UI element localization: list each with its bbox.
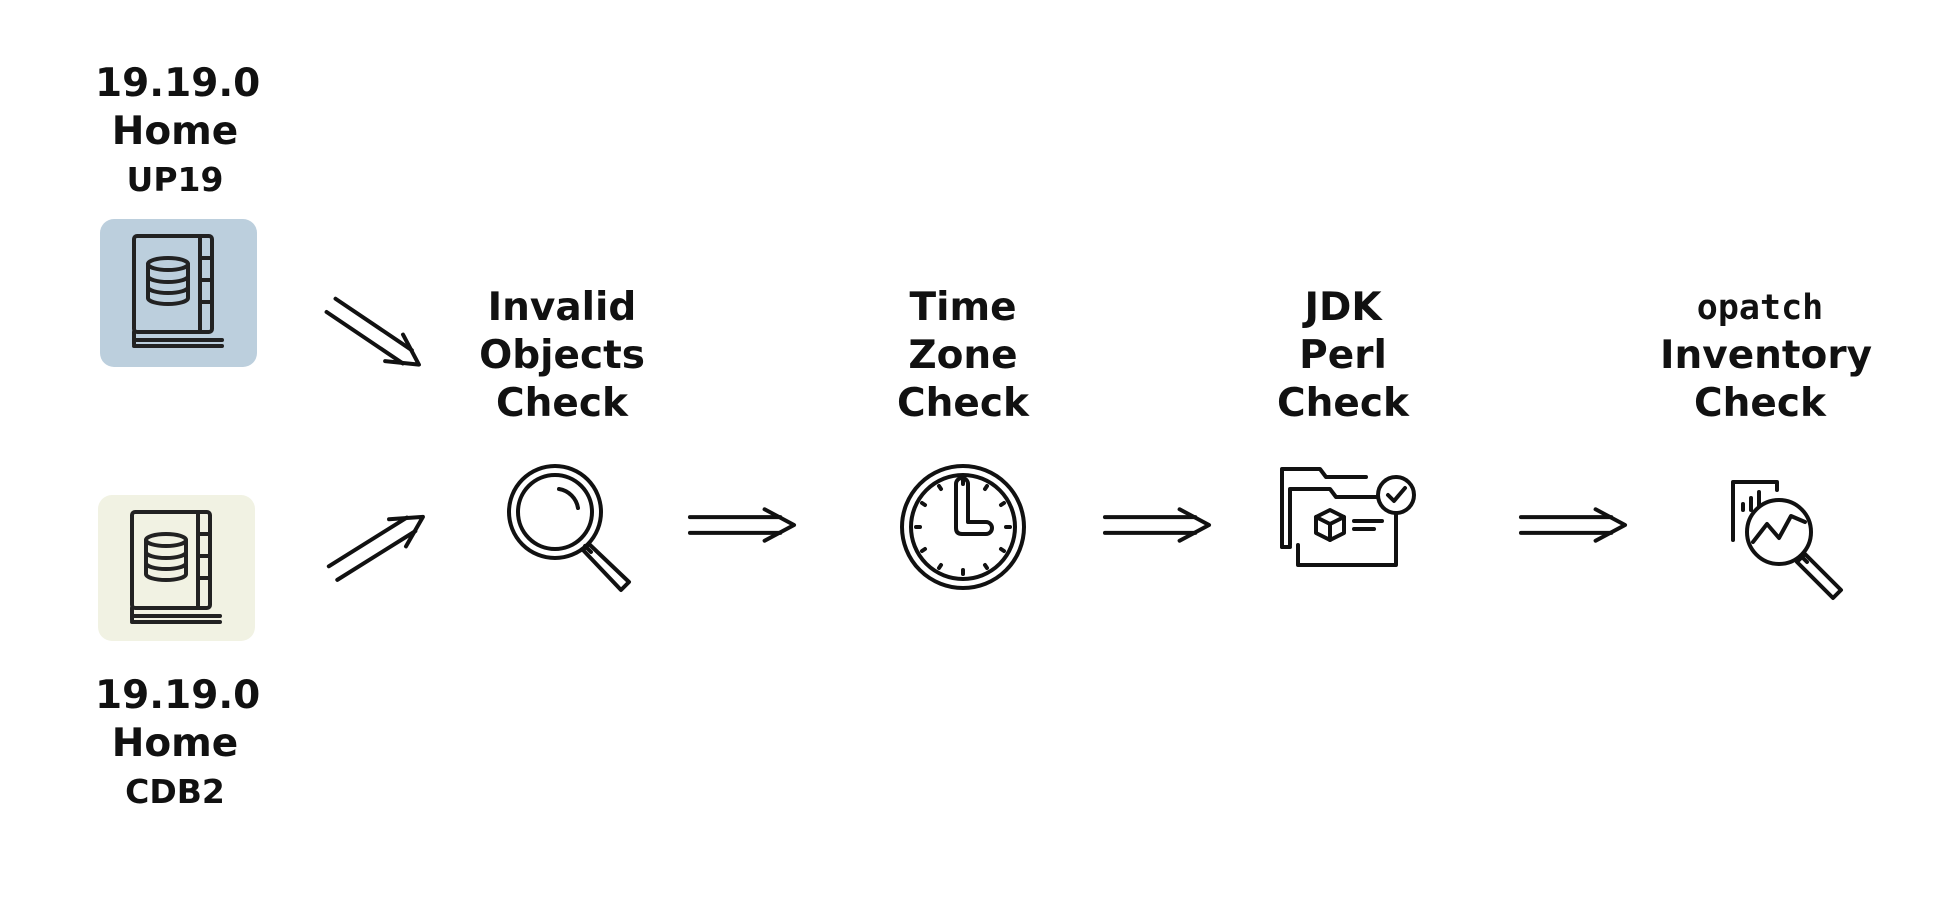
step-label-line: Check [897, 381, 1029, 426]
target-home-tile [98, 495, 255, 641]
source-home-label: 19.19.0 Home UP19 [95, 60, 261, 204]
target-home-home: Home [111, 721, 239, 766]
step-label-line: Objects [479, 333, 645, 378]
database-book-icon [128, 227, 228, 357]
step-time-zone-label: Time Zone Check [863, 284, 1063, 428]
target-home-name: CDB2 [125, 772, 225, 811]
step-label-line: Zone [908, 333, 1018, 378]
target-home-label: 19.19.0 Home CDB2 [95, 672, 261, 816]
clock-icon [898, 462, 1028, 592]
magnifier-icon [505, 462, 635, 592]
source-home-tile [100, 219, 257, 367]
step-label-line: Check [1277, 381, 1409, 426]
source-home-name: UP19 [126, 160, 224, 199]
double-arrow-icon [320, 290, 430, 380]
step-label-line: Time [909, 285, 1017, 330]
step-label-line: Perl [1299, 333, 1387, 378]
source-home-version: 19.19.0 [95, 61, 261, 106]
chart-magnifier-icon [1725, 478, 1845, 598]
database-book-icon [126, 503, 226, 633]
step-label-line: Check [1694, 381, 1826, 426]
source-home-home: Home [111, 109, 239, 154]
step-label-line: Invalid [487, 285, 637, 330]
double-arrow-icon [322, 501, 433, 588]
double-arrow-icon [1103, 508, 1211, 542]
step-label-line: opatch [1696, 288, 1824, 328]
step-label-line: Inventory [1660, 333, 1873, 378]
step-label-line: Check [496, 381, 628, 426]
target-home-version: 19.19.0 [95, 673, 261, 718]
step-jdk-perl-label: JDK Perl Check [1243, 284, 1443, 428]
double-arrow-icon [1519, 508, 1627, 542]
step-opatch-inventory-label: opatch Inventory Check [1660, 284, 1873, 428]
step-invalid-objects-label: Invalid Objects Check [462, 284, 662, 428]
package-folder-check-icon [1278, 465, 1418, 571]
double-arrow-icon [688, 508, 796, 542]
step-label-line: JDK [1304, 285, 1382, 330]
